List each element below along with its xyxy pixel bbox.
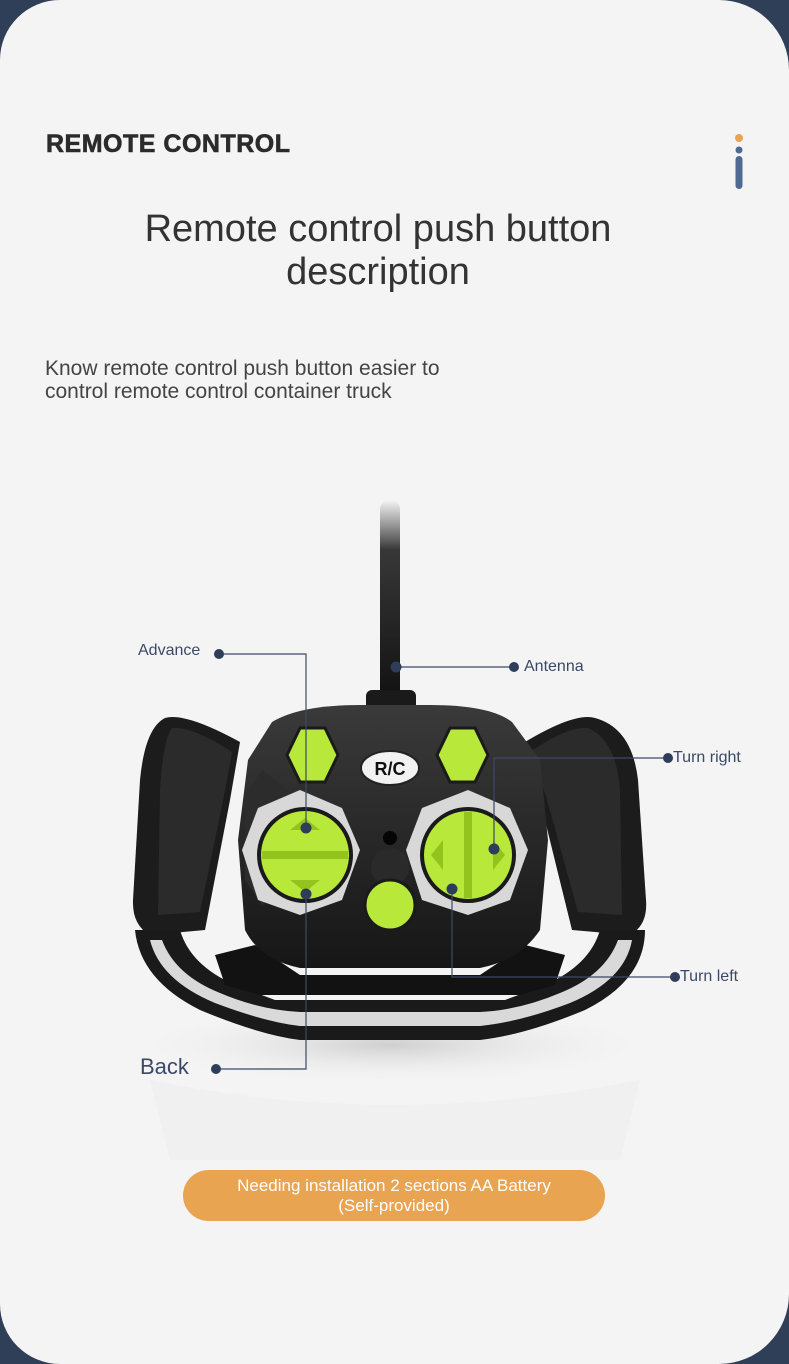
title-line-1: Remote control push button	[144, 208, 612, 250]
antenna-point	[390, 661, 402, 673]
turn-right-dot	[663, 753, 673, 763]
turn-right-point	[488, 843, 500, 855]
product-logo: R/C	[375, 759, 406, 779]
battery-note: Needing installation 2 sections AA Batte…	[183, 1170, 605, 1221]
back-point	[300, 888, 312, 900]
label-back: Back	[140, 1054, 189, 1079]
advance-dot	[214, 649, 224, 659]
subtitle-line-2: control remote control container truck	[45, 380, 392, 403]
label-advance: Advance	[138, 642, 201, 659]
section-tag: REMOTE CONTROL	[46, 130, 291, 159]
antenna-dot	[509, 662, 519, 672]
label-turn-left: Turn left	[680, 968, 739, 985]
back-dot	[211, 1064, 221, 1074]
page-subtitle: Know remote control push button easier t…	[45, 357, 515, 403]
info-icon	[735, 134, 743, 189]
advance-point	[300, 822, 312, 834]
battery-note-line-2: (Self-provided)	[338, 1195, 450, 1215]
title-line-2: description	[286, 251, 470, 293]
battery-note-line-1: Needing installation 2 sections AA Batte…	[237, 1175, 551, 1195]
label-turn-right: Turn right	[673, 749, 741, 766]
label-antenna: Antenna	[524, 658, 584, 675]
page-title: Remote control push button description	[0, 208, 756, 294]
subtitle-line-1: Know remote control push button easier t…	[45, 357, 440, 380]
turn-left-point	[446, 883, 458, 895]
remote-control-image: R/C	[120, 500, 660, 1160]
turn-left-dot	[670, 972, 680, 982]
